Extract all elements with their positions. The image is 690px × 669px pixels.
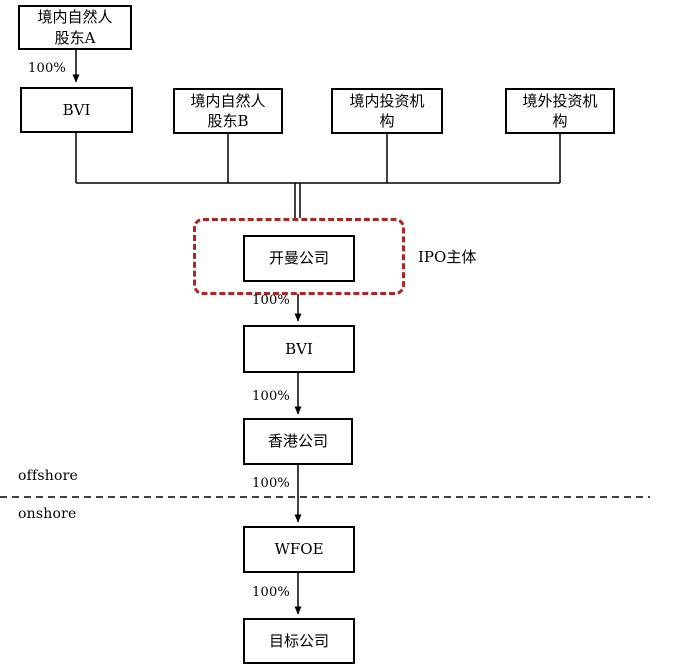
node-bvi-mid: BVI <box>243 325 355 373</box>
offshore-label: offshore <box>18 468 78 484</box>
edge-label-wfoe-to-target: 100% <box>252 585 290 600</box>
edge-label-a-to-bvi: 100% <box>28 61 66 76</box>
ipo-entity-dashed-frame <box>193 218 405 295</box>
edge-label-bvi-to-hongkong: 100% <box>252 389 290 404</box>
node-foreign-investor: 境外投资机 构 <box>505 88 615 134</box>
onshore-label: onshore <box>18 506 77 522</box>
ipo-entity-label: IPO主体 <box>418 248 477 266</box>
node-hongkong: 香港公司 <box>243 418 353 465</box>
node-cayman: 开曼公司 <box>243 235 355 282</box>
edge-label-cayman-to-bvi: 100% <box>252 293 290 308</box>
node-shareholder-b: 境内自然人 股东B <box>173 88 283 134</box>
node-domestic-investor: 境内投资机 构 <box>331 88 443 134</box>
node-target: 目标公司 <box>243 618 355 664</box>
node-wfoe: WFOE <box>243 526 355 573</box>
node-shareholder-a: 境内自然人 股东A <box>18 5 132 50</box>
node-bvi-top: BVI <box>20 87 133 133</box>
edge-label-hongkong-to-wfoe: 100% <box>252 476 290 491</box>
